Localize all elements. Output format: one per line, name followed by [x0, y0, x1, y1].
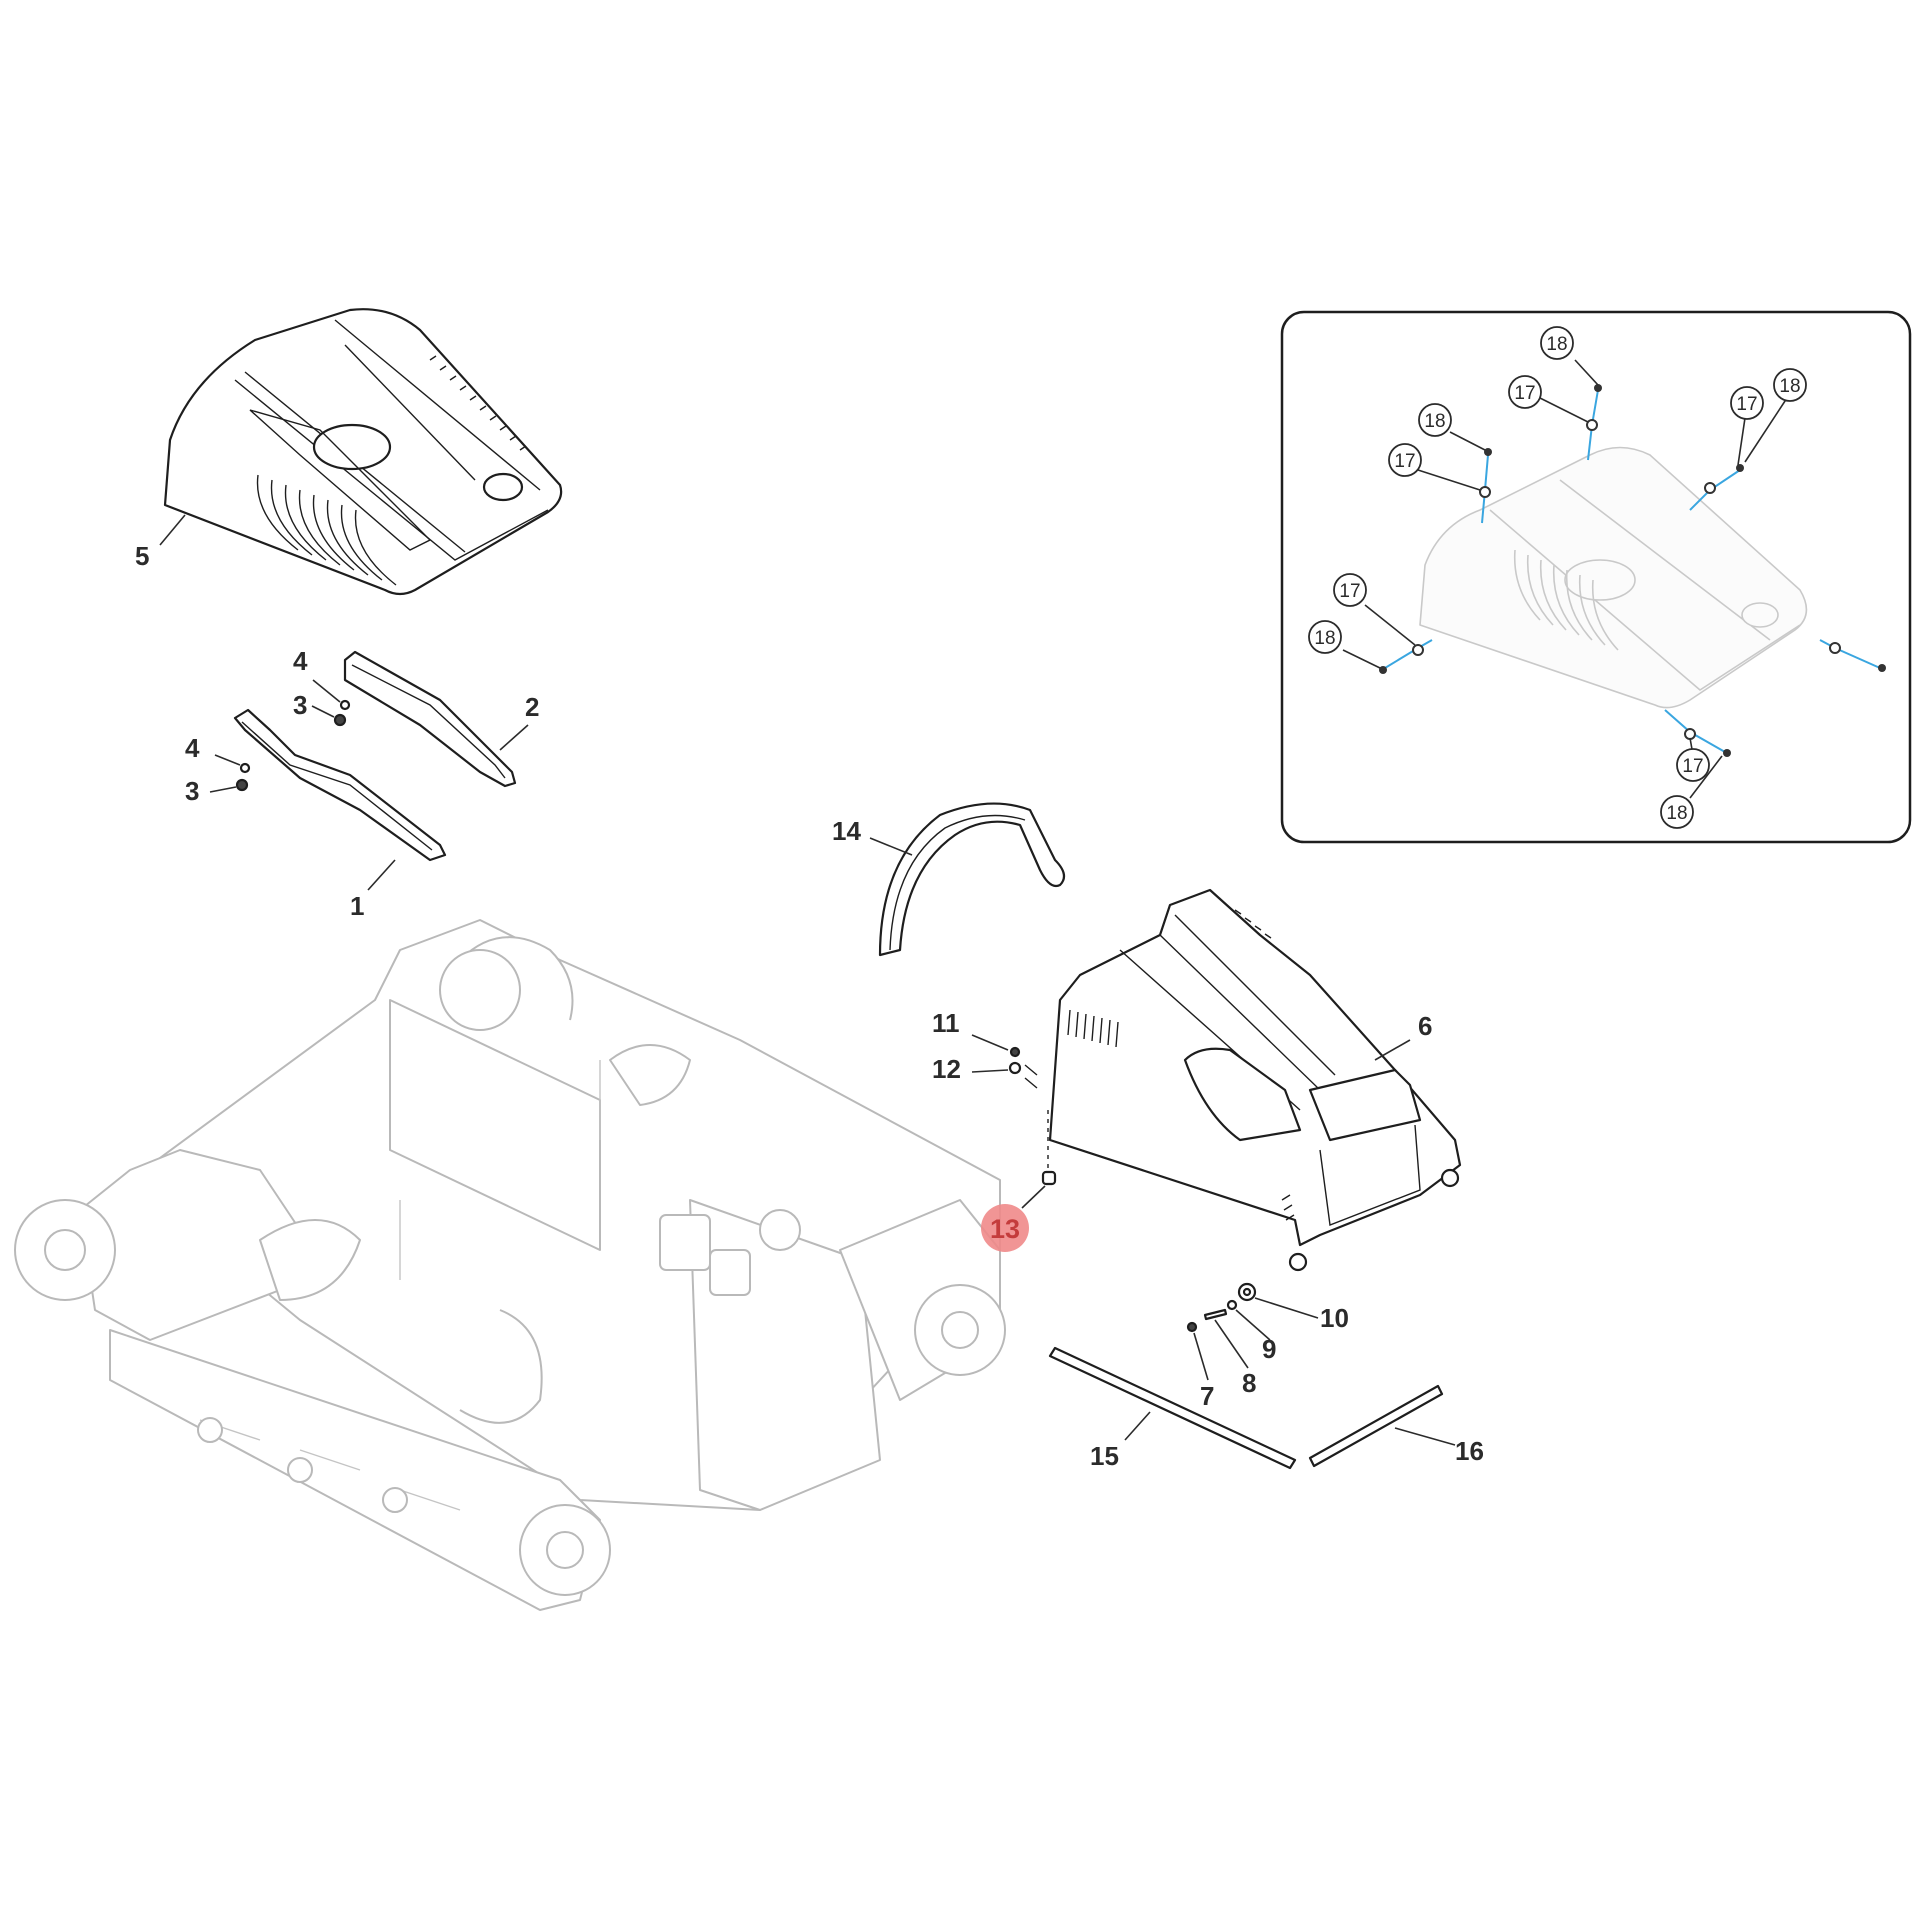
- part-3-nut: 3 3: [185, 690, 347, 806]
- callout-13: 13: [990, 1214, 1020, 1244]
- inset-callout-10: 18: [1660, 795, 1694, 829]
- part-10-bushing: 10: [1237, 1282, 1349, 1333]
- inset-callout-8: 18: [1308, 620, 1342, 654]
- callout-15: 15: [1090, 1441, 1119, 1471]
- inset-callout-4: 17: [1388, 443, 1422, 477]
- callout-3b: 3: [185, 776, 199, 806]
- callout-9: 9: [1262, 1334, 1276, 1364]
- inset-detail-frame: 18 17 18 17 17 18 17 18 17 18: [1280, 310, 1912, 844]
- inset-fastener-leaders: [1342, 359, 1886, 799]
- callout-10: 10: [1320, 1303, 1349, 1333]
- part-15-strip: 15: [1048, 1346, 1297, 1471]
- part-6-cover: 6: [1048, 888, 1462, 1272]
- callout-5: 5: [135, 541, 149, 571]
- inset-callout-6: 18: [1773, 368, 1807, 402]
- part-1-gasket: 1: [233, 708, 447, 921]
- svg-text:18: 18: [1546, 334, 1567, 355]
- svg-text:18: 18: [1666, 803, 1687, 824]
- machine-frame-ghost: [14, 919, 1006, 1611]
- inset-callout-3: 18: [1418, 403, 1452, 437]
- inset-callout-7: 17: [1333, 573, 1367, 607]
- part-9-washer: 9: [1226, 1299, 1276, 1364]
- callout-13-highlight: [981, 1204, 1029, 1252]
- inset-callout-9: 17: [1676, 748, 1710, 782]
- part-5-vents: [256, 474, 397, 586]
- svg-text:17: 17: [1682, 756, 1703, 777]
- svg-text:17: 17: [1736, 394, 1757, 415]
- part-16-strip: 16: [1308, 1384, 1484, 1468]
- inset-callouts: 18 17 18 17 17 18 17 18 17 18: [1308, 326, 1807, 829]
- callout-2: 2: [525, 692, 539, 722]
- svg-text:18: 18: [1314, 628, 1335, 649]
- part-13-spacer: 13: [981, 1110, 1057, 1252]
- callout-12: 12: [932, 1054, 961, 1084]
- part-2-gasket: 2: [343, 650, 539, 788]
- callout-4b: 4: [185, 733, 200, 763]
- svg-text:17: 17: [1394, 451, 1415, 472]
- part-11-nut: 11: [932, 1008, 1021, 1058]
- inset-callout-2: 17: [1508, 375, 1542, 409]
- callout-4a: 4: [293, 646, 308, 676]
- inset-callout-1: 18: [1540, 326, 1574, 360]
- part-4-washer: 4 4: [185, 646, 351, 774]
- callout-6: 6: [1418, 1011, 1432, 1041]
- inset-cover-ghost: [1419, 446, 1808, 709]
- part-5-cover: 5: [135, 308, 563, 596]
- svg-text:18: 18: [1424, 411, 1445, 432]
- callout-16: 16: [1455, 1436, 1484, 1466]
- callout-14: 14: [832, 816, 861, 846]
- svg-text:18: 18: [1779, 376, 1800, 397]
- part-8-pin: 8: [1203, 1308, 1256, 1398]
- inset-callout-5: 17: [1730, 386, 1764, 420]
- callout-7: 7: [1200, 1381, 1214, 1411]
- callout-3a: 3: [293, 690, 307, 720]
- part-6-vents: [1067, 1009, 1295, 1221]
- svg-text:17: 17: [1514, 383, 1535, 404]
- part-14-seal: 14: [832, 802, 1066, 957]
- callout-11: 11: [932, 1008, 960, 1038]
- callout-8: 8: [1242, 1368, 1256, 1398]
- part-12-washer: 12: [932, 1054, 1038, 1089]
- part-7-nut: 7: [1186, 1321, 1214, 1411]
- svg-text:17: 17: [1339, 581, 1360, 602]
- callout-1: 1: [350, 891, 364, 921]
